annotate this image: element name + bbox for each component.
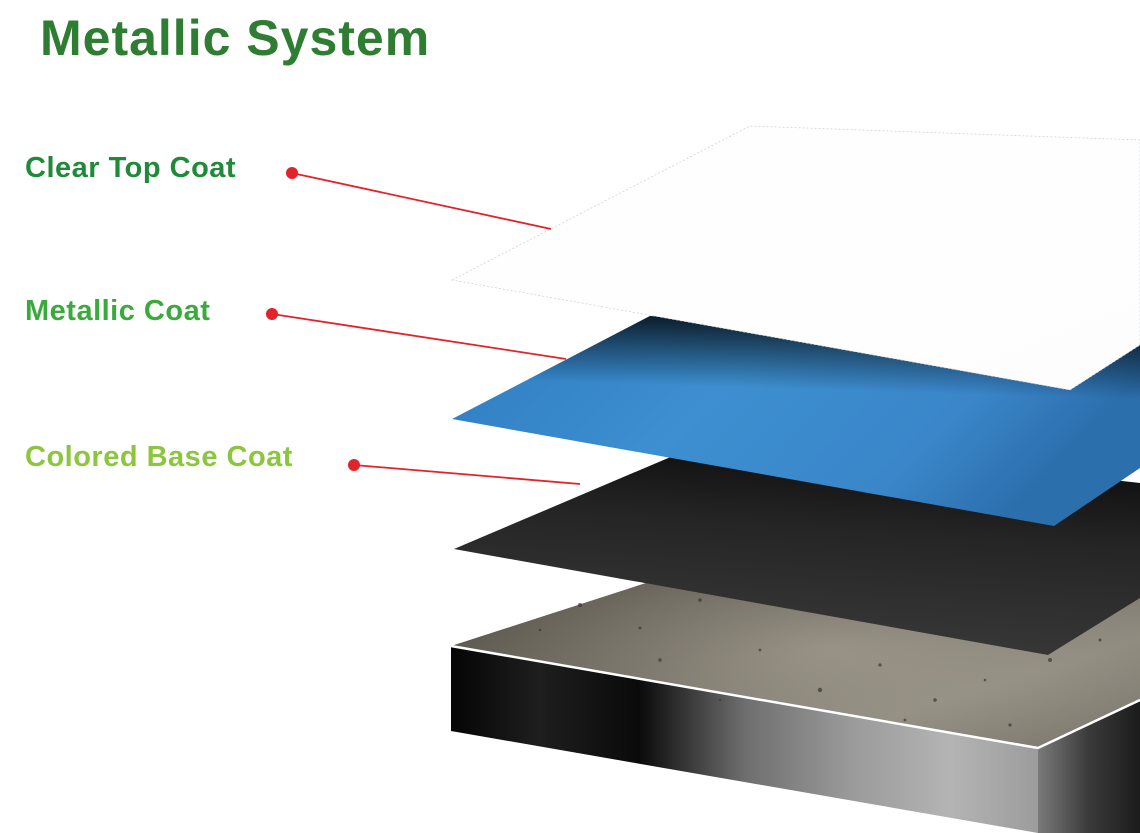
leader-dot xyxy=(266,308,278,320)
label-metallic-coat: Metallic Coat xyxy=(25,295,211,327)
leader-lines xyxy=(266,167,581,485)
concrete-slab-right-side xyxy=(1038,700,1140,833)
colored-base-coat-leader xyxy=(348,459,581,485)
clear-top-coat-leader xyxy=(286,167,552,230)
leader-dot xyxy=(348,459,360,471)
metallic-coat-leader xyxy=(266,308,567,360)
leader-dot xyxy=(286,167,298,179)
clear-top-coat-layer xyxy=(450,125,1140,391)
concrete-slab-edge-highlight xyxy=(450,644,1140,750)
page-title: Metallic System xyxy=(40,10,431,66)
label-clear-top-coat: Clear Top Coat xyxy=(25,152,237,184)
concrete-speckles xyxy=(538,598,1102,727)
concrete-slab-front-side xyxy=(451,646,1038,833)
label-colored-base-coat: Colored Base Coat xyxy=(25,441,293,473)
